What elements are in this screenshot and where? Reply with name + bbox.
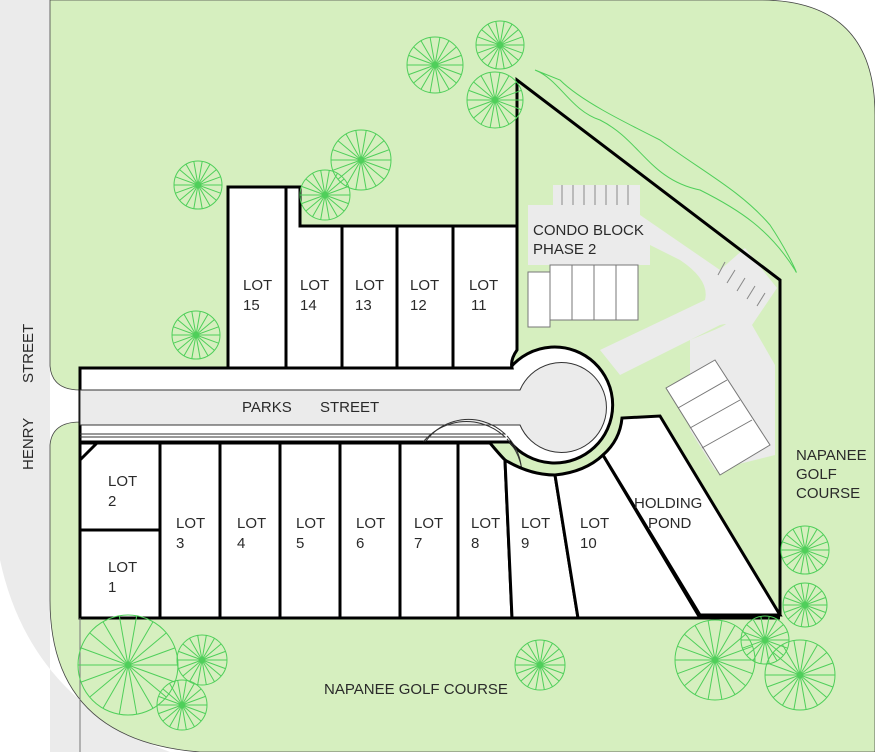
lot-13-label: LOT [355,277,384,294]
lot-15-label: LOT [243,277,272,294]
lot-13-number: 13 [355,297,372,314]
lot-6-number: 6 [356,535,364,552]
tree-icon [764,639,836,711]
pond-label-2: POND [648,515,692,532]
tree-icon [77,614,179,716]
condo-units [527,264,771,476]
lot-1-label: LOT [108,559,137,576]
tree-icon [176,634,228,686]
condo-label: CONDO BLOCK [533,222,644,239]
tree-icon [330,129,392,191]
lot-10-number: 10 [580,535,597,552]
tree-icon [173,160,223,210]
lot-15-number: 15 [243,297,260,314]
lot-11-number: 11 [471,297,487,314]
lot-2-number: 2 [108,493,116,510]
trees [77,20,836,731]
lot-4-label: LOT [237,515,266,532]
parks-label: PARKS [242,399,292,416]
golf-south-label: NAPANEE GOLF COURSE [324,681,508,698]
tree-icon [780,525,830,575]
tree-icon [740,615,790,665]
golf-east-label-1: NAPANEE [796,447,867,464]
parks-street-label: STREET [320,399,379,416]
lot-10-label: LOT [580,515,609,532]
tree-icon [156,679,208,731]
henry-street-road [0,0,170,752]
lot-5-number: 5 [296,535,304,552]
tree-icon [171,310,221,360]
tree-icon [674,619,756,701]
lot-3-number: 3 [176,535,184,552]
lot-8-number: 8 [471,535,479,552]
golf-east-label-3: COURSE [796,485,860,502]
parks-street [78,345,615,535]
lot-11-label: LOT [469,277,498,294]
golf-east-label-2: GOLF [796,466,837,483]
henry-label: HENRY [20,418,37,470]
lot-12-number: 12 [410,297,427,314]
lot-7-number: 7 [414,535,422,552]
tree-icon [475,20,525,70]
tree-icon [514,639,566,691]
tree-icon [466,71,524,129]
lot-12-label: LOT [410,277,439,294]
lot-3-label: LOT [176,515,205,532]
lot-1-number: 1 [108,579,116,596]
tree-icon [299,169,351,221]
lot-8-label: LOT [471,515,500,532]
lot-9-number: 9 [521,535,529,552]
lot-9-label: LOT [521,515,550,532]
lot-5-label: LOT [296,515,325,532]
lot-6-label: LOT [356,515,385,532]
lot-4-number: 4 [237,535,245,552]
street-label: STREET [20,324,37,383]
lot-7-label: LOT [414,515,443,532]
stream-line [534,69,797,273]
tree-icon [406,36,464,94]
lot-14-number: 14 [300,297,317,314]
parking-stalls [561,185,766,307]
pond-label: HOLDING [634,495,702,512]
tree-icon [782,582,828,628]
lot-2-label: LOT [108,473,137,490]
lots [78,76,783,752]
condo-phase-label: PHASE 2 [533,241,596,258]
lot-14-label: LOT [300,277,329,294]
